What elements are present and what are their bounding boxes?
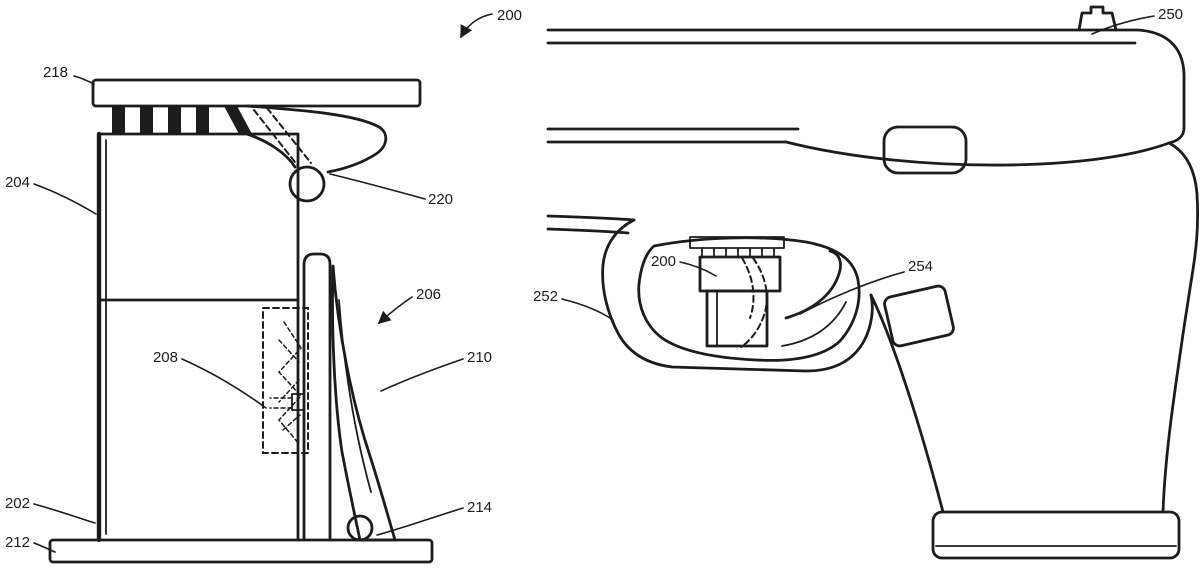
blocking-strip (302, 252, 332, 542)
ref-label-204: 204 (5, 174, 30, 191)
spring-cross-hidden (278, 339, 301, 431)
leader-202 (33, 503, 96, 524)
slide-rear-corner (1167, 126, 1186, 145)
pistol-slide (546, 5, 1186, 145)
hook-upper-edge (245, 104, 388, 174)
trigger-rear-curve (784, 249, 842, 320)
right-figure-leaders (561, 15, 1155, 321)
hidden-line (253, 109, 299, 167)
latch-step (269, 393, 305, 411)
tooth (140, 106, 153, 134)
ref-label-200-right: 200 (651, 253, 676, 270)
left-figure-labels: 200 218 204 220 206 208 210 202 212 214 (5, 7, 522, 551)
pistol-frame (546, 125, 1200, 560)
hook-lever (245, 104, 388, 203)
leader-250 (1091, 15, 1155, 35)
slanted-lever (331, 264, 397, 542)
housing-body (96, 131, 300, 543)
leader-210 (380, 358, 464, 392)
hook-lower-edge (245, 132, 297, 169)
lever-outline (331, 264, 397, 542)
base-plate (48, 538, 434, 564)
dust-cover-line (546, 214, 636, 222)
left-figure-leaders (33, 13, 493, 553)
installed-lock-device (689, 236, 847, 348)
ref-label-202: 202 (5, 495, 30, 512)
tooth (168, 106, 181, 134)
trigger-guard-opening (637, 236, 861, 362)
leader-252 (561, 298, 614, 321)
trigger-hidden-line (740, 257, 768, 348)
device-teeth (701, 247, 775, 258)
body-outline (97, 132, 300, 542)
tooth (112, 106, 125, 134)
ref-label-220: 220 (428, 191, 453, 208)
dust-cover-inner-line (546, 227, 630, 235)
leader-220 (329, 173, 426, 200)
ref-label-212: 212 (5, 534, 30, 551)
plate-teeth (112, 106, 252, 134)
spring-channel (262, 307, 309, 454)
leader-200-right (679, 261, 717, 277)
device-lower-block (705, 289, 769, 348)
ref-label-252: 252 (533, 288, 558, 305)
leader-200 (460, 13, 493, 39)
right-figure-pistol: 250 200 254 252 (533, 5, 1200, 560)
ref-label-214: 214 (467, 499, 492, 516)
grip-panel-square (883, 284, 955, 348)
ref-label-206: 206 (416, 286, 441, 303)
tooth-slanted (224, 106, 252, 134)
leader-204 (33, 183, 97, 215)
ref-label-210: 210 (467, 349, 492, 366)
lever-inner-line (338, 299, 372, 493)
hidden-line (266, 107, 312, 164)
ref-label-208: 208 (153, 349, 178, 366)
trigger-lower-curve (781, 301, 847, 347)
spring-zigzag-hidden (277, 321, 303, 445)
leader-214 (376, 507, 464, 536)
leader-206 (377, 296, 413, 325)
grip-front-strap (869, 293, 945, 514)
top-plate (91, 78, 422, 108)
trigger-hidden-inner-line (741, 257, 755, 319)
slide-stop-loop (882, 125, 968, 175)
grip-back-strap (1161, 141, 1200, 514)
ref-label-254: 254 (908, 258, 933, 275)
right-figure-labels: 250 200 254 252 (533, 6, 1183, 305)
spring-housing-hidden (262, 307, 309, 454)
leader-212 (33, 542, 56, 553)
magazine-baseplate (931, 510, 1181, 560)
trigger-guard-outer (601, 218, 874, 373)
left-figure-lock-mechanism: 200 218 204 220 206 208 210 202 212 214 (5, 7, 522, 564)
ref-label-250: 250 (1158, 6, 1183, 23)
leader-208 (181, 358, 267, 409)
device-top-plate (689, 236, 785, 249)
rear-sight (1077, 5, 1118, 32)
slide-top-outline (546, 28, 1186, 130)
leader-218 (73, 75, 95, 85)
ref-label-218: 218 (43, 64, 68, 81)
leader-254 (799, 271, 905, 315)
frame-top-curve (784, 140, 1171, 167)
step-outline (291, 393, 305, 411)
pivot-circle (288, 165, 326, 203)
ref-label-200: 200 (497, 7, 522, 24)
tooth (196, 106, 209, 134)
